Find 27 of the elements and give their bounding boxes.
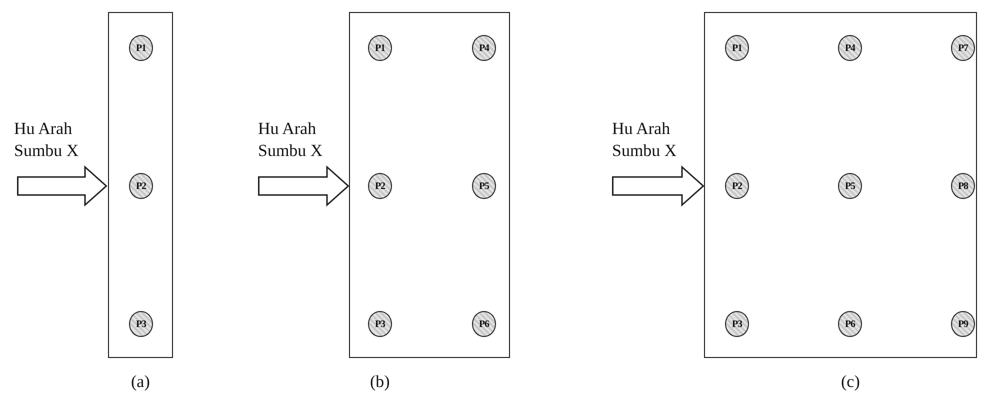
pile-circle: P3: [368, 311, 392, 337]
pile-circle: P4: [472, 35, 496, 61]
pile-circle: P2: [129, 173, 153, 199]
pile-circle: P3: [725, 311, 749, 337]
force-label: Hu Arah Sumbu X: [258, 118, 324, 162]
pile-circle: P1: [725, 35, 749, 61]
pile-circle: P7: [951, 35, 975, 61]
pile-cap-box: [704, 12, 977, 358]
pile-circle: P5: [838, 173, 862, 199]
pile-circle: P4: [838, 35, 862, 61]
node-label: (c): [841, 372, 860, 392]
pile-circle: P6: [472, 311, 496, 337]
pile-circle: P2: [725, 173, 749, 199]
pile-circle: P9: [951, 311, 975, 337]
pile-circle: P3: [129, 311, 153, 337]
pile-circle: P6: [838, 311, 862, 337]
pile-circle: P1: [129, 35, 153, 61]
node-label: (a): [131, 372, 150, 392]
pile-circle: P8: [951, 173, 975, 199]
pile-circle: P5: [472, 173, 496, 199]
pile-circle: P1: [368, 35, 392, 61]
force-label: Hu Arah Sumbu X: [14, 118, 80, 162]
pile-cap-box: [349, 12, 510, 358]
node-label: (b): [370, 372, 390, 392]
pile-cap-box: [108, 12, 173, 358]
force-label: Hu Arah Sumbu X: [612, 118, 678, 162]
pile-circle: P2: [368, 173, 392, 199]
